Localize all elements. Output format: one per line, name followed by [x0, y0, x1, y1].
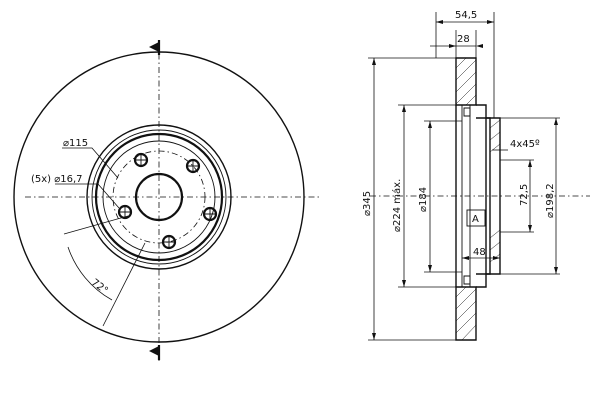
angle-leg-two — [102, 242, 146, 327]
label-hat-outer: ⌀198,2 — [545, 183, 556, 218]
front-view: ⌀115 (5x) ⌀16,7 72° — [13, 40, 320, 362]
hat-face-circle — [102, 140, 216, 254]
hat-inner-circle — [91, 129, 227, 265]
hat-wall-inner — [476, 117, 491, 275]
label-detail-marker: A — [472, 214, 479, 225]
hatch-ring-lower — [455, 286, 477, 341]
angle-leg-one — [63, 215, 129, 235]
hatch-ring-upper — [455, 57, 477, 106]
label-bolt-holes: (5x) ⌀16,7 — [31, 174, 83, 185]
label-outer-diameter: ⌀345 — [362, 191, 373, 216]
section-arrowhead-bottom — [149, 346, 159, 356]
label-chamfer: 4x45º — [510, 139, 540, 150]
hat-wall-hatch — [489, 119, 501, 263]
label-total-height: 54,5 — [455, 10, 477, 21]
section-view: A 54,5 28 ⌀345 ⌀224 máx. ⌀184 48 — [362, 10, 590, 341]
hat-step-circle — [94, 132, 224, 262]
dim-arrows-total-height — [436, 20, 494, 24]
bolt-holes — [117, 152, 218, 250]
outer-disc-edge — [13, 51, 305, 343]
vent-detail-upper — [463, 107, 471, 117]
vent-detail-lower — [463, 275, 471, 285]
bolt-circle — [112, 150, 206, 244]
hat-wall — [476, 104, 501, 288]
label-center-bore: 72,5 — [519, 184, 530, 206]
center-bore — [134, 172, 184, 222]
label-friction-diameter: ⌀224 máx. — [391, 179, 403, 232]
label-hat-depth: 48 — [473, 247, 486, 258]
section-arrowhead-top — [149, 42, 159, 52]
label-bolt-circle: ⌀115 — [63, 138, 88, 149]
dim-arrows-disc-thickness — [449, 44, 483, 48]
hat-outer-circle — [86, 124, 232, 270]
leader-bolt-holes — [55, 183, 120, 209]
detail-marker-box — [466, 209, 486, 227]
label-angle: 72° — [89, 277, 110, 297]
friction-ring-lower — [455, 286, 477, 341]
angle-arc — [67, 246, 113, 301]
bolt-hole-crosshairs — [118, 153, 217, 249]
leader-bolt-circle — [62, 147, 119, 179]
label-disc-thickness: 28 — [457, 34, 470, 45]
label-hat-diameter: ⌀184 — [418, 187, 429, 212]
